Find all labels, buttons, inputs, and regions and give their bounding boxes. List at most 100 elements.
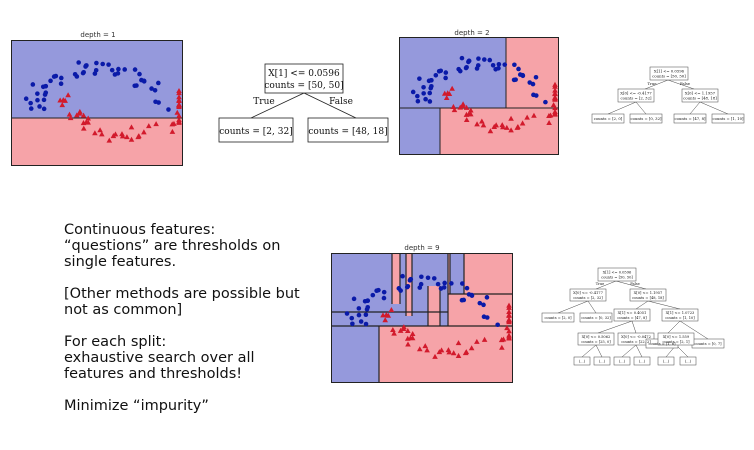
note-minimize-impurity: Minimize “impurity” [64,398,209,414]
red-triangle-point [455,340,462,346]
tree2-n1-label: X[0] <= -0.4177 [620,91,652,96]
tree2-n2-counts: counts = [48, 18] [683,96,717,101]
decision-tree-depth-9: X[1] <= 0.0596 counts = [50, 50] True Fa… [536,263,726,392]
red-triangle-point [124,134,130,140]
note-continuous-features: Continuous features: “questions” are thr… [64,222,281,270]
blue-point [421,91,426,96]
blue-point [513,77,518,82]
tree3-false-label: False [630,282,640,286]
blue-point [35,91,40,96]
blue-point [152,87,158,93]
blue-point [443,75,448,81]
red-triangle-point [552,95,558,101]
tree3-root-label: X[1] <= 0.0596 [603,271,632,275]
blue-point [134,83,139,88]
blue-point [351,296,357,302]
tree1-left-counts: counts = [2, 32] [219,127,292,137]
red-triangle-point [424,347,430,353]
red-triangle-point [504,124,510,130]
red-triangle-point [463,117,470,123]
tree3-true-label: True [596,282,605,286]
tree2-leaf-3: counts = [47, 8] [675,116,707,121]
red-triangle-point [546,119,552,126]
tree3-n6-counts: counts = [22, 2] [621,340,651,344]
blue-point [94,60,99,66]
red-triangle-point [99,131,105,137]
blue-point [376,287,381,293]
blue-point [381,295,387,301]
blue-point [464,285,470,291]
tree3-leaf-d: counts = [0, 7] [694,342,722,346]
blue-point [427,99,433,104]
blue-point [460,281,465,286]
red-triangle-point [141,129,147,135]
tree3-n1-counts: counts = [2, 32] [573,296,603,300]
red-triangle-point [146,123,152,129]
red-triangle-point [76,110,83,116]
decision-boundary-plot-depth-9 [331,253,513,383]
blue-point [476,56,481,61]
blue-point [365,304,371,310]
blue-point [442,280,447,286]
tree3-n7-counts: counts = [2, 1] [662,340,690,344]
red-triangle-point [128,136,135,142]
red-triangle-point [65,92,71,98]
blue-point [58,81,64,87]
blue-point [141,79,147,84]
tree3-small-leaf-2: (...) [599,360,606,364]
red-triangle-point [110,133,117,139]
tree3-n5-counts: counts = [25, 0] [581,340,611,344]
blue-point [48,78,53,84]
tree3-small-leaf-1: (...) [579,360,586,364]
tree1-right-counts: counts = [48, 18] [308,127,387,137]
red-triangle-point [74,112,80,118]
blue-point [423,96,428,102]
blue-point [80,70,86,76]
red-triangle-point [552,110,558,116]
red-triangle-point [506,312,512,318]
tree1-left-leaf [218,117,294,143]
blue-point [531,92,536,98]
blue-point [457,68,463,74]
tree1-root-counts: counts = [50, 50] [264,81,343,91]
red-triangle-point [466,111,472,117]
blue-point [350,321,355,327]
blue-point [415,98,421,104]
decision-boundary-plot-depth-1 [11,40,183,166]
red-triangle-point [128,124,135,130]
red-triangle-point [382,317,389,323]
tree2-leaf-1: counts = [2, 0] [594,116,623,121]
red-triangle-point [552,83,558,89]
blue-point [407,278,413,283]
blue-point [156,80,161,86]
blue-point [481,314,487,320]
blue-point [381,289,387,295]
red-triangle-point [504,325,510,331]
plot-title-depth-1: depth = 1 [80,31,116,39]
red-triangle-point [436,349,443,355]
red-triangle-point [416,346,423,352]
notes-text: Continuous features: “questions” are thr… [64,222,314,430]
blue-point [132,67,138,72]
red-triangle-point [80,125,87,131]
red-triangle-point [467,107,474,113]
blue-point [463,65,469,71]
tree2-n1-counts: counts = [2, 32] [621,96,653,101]
blue-point [137,71,142,77]
blue-point [349,315,355,321]
blue-point [37,104,42,109]
red-triangle-point [450,103,457,109]
red-triangle-point [506,328,512,334]
blue-point [461,297,467,303]
blue-point [370,292,376,298]
red-triangle-point [519,120,526,126]
red-triangle-point [176,97,182,103]
red-triangle-point [176,118,182,124]
decision-tree-depth-1: X[1] <= 0.0596 counts = [50, 50] True Fa… [216,60,396,154]
red-triangle-point [176,102,182,108]
tree3-small-leaf-5: (...) [663,360,670,364]
blue-point [404,284,410,290]
red-triangle-point [515,123,521,129]
blue-point [356,306,362,311]
blue-point [149,86,154,91]
